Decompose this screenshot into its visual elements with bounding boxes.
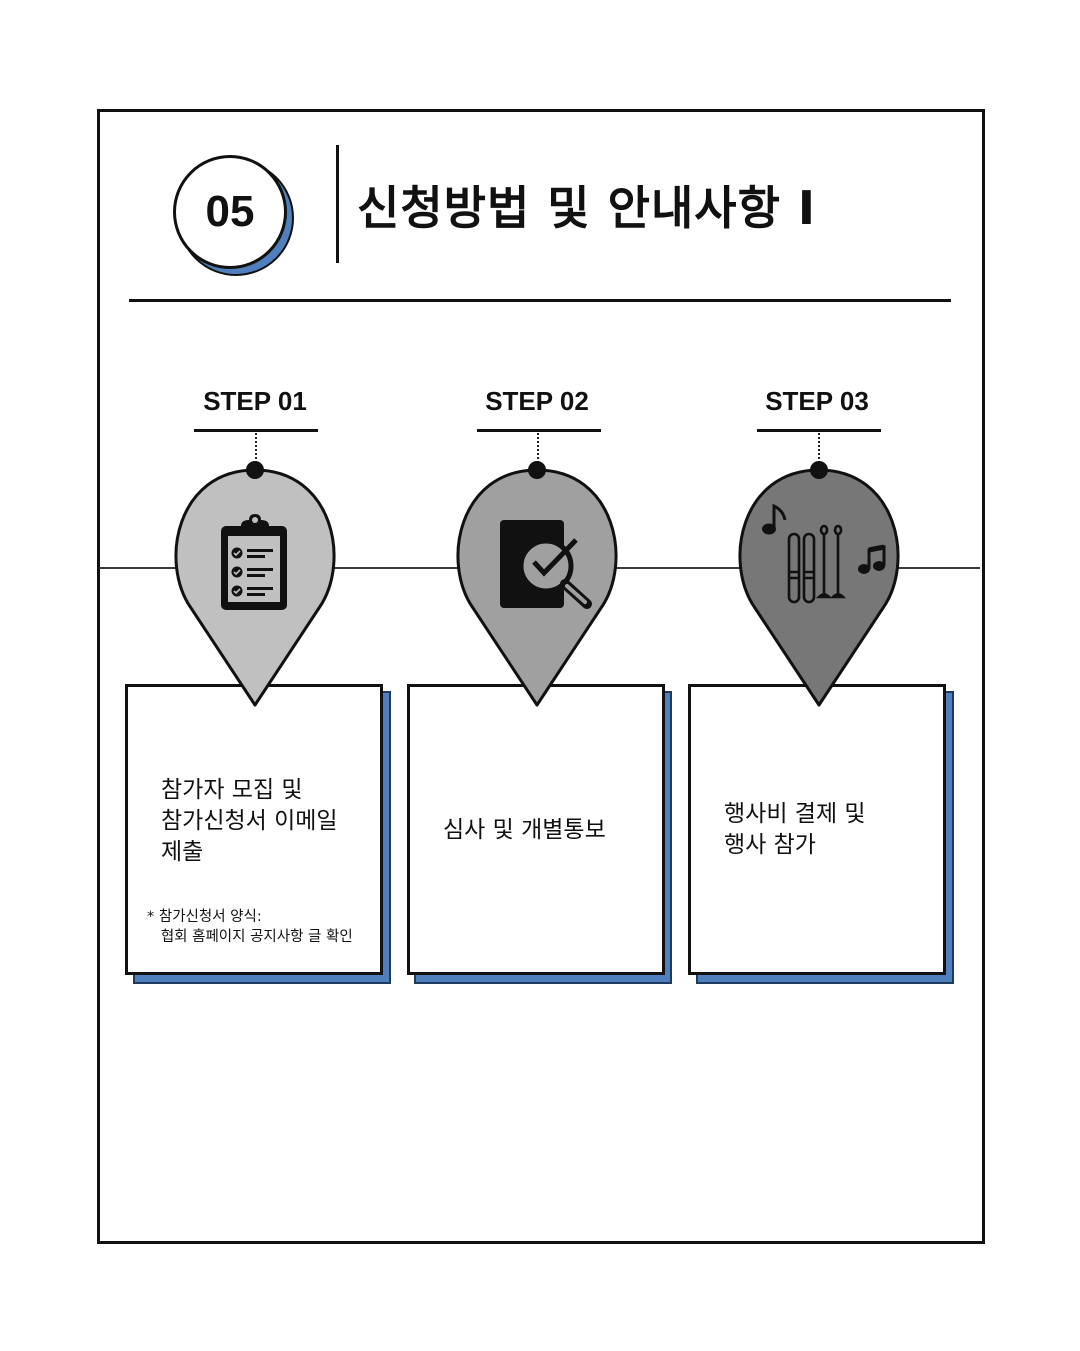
step-3-pin — [733, 461, 905, 708]
header-rule — [129, 299, 951, 302]
step-1-underline — [194, 429, 318, 432]
page-frame — [97, 109, 985, 1244]
title-divider — [336, 145, 339, 263]
ski-music-icon — [787, 524, 847, 604]
step-1-note: * 참가신청서 양식: 협회 홈페이지 공지사항 글 확인 — [147, 909, 353, 945]
clipboard-checklist-icon — [221, 514, 287, 610]
step-2-label: STEP 02 — [485, 386, 589, 416]
step-2-connector — [537, 433, 539, 467]
section-number-badge: 05 — [173, 155, 287, 269]
step-3-text-line: 행사 참가 — [724, 832, 816, 858]
step-2-pin — [451, 461, 623, 708]
page-title: 신청방법 및 안내사항 I — [357, 181, 817, 235]
step-3-underline — [757, 429, 881, 432]
document-search-check-icon — [500, 520, 592, 609]
step-3-card: 행사비 결제 및 행사 참가 — [688, 684, 946, 975]
step-1-text-line: 참가자 모집 및 — [161, 777, 303, 803]
section-number: 05 — [205, 187, 255, 236]
music-note-icon — [762, 503, 886, 574]
step-1-card: 참가자 모집 및 참가신청서 이메일 제출 * 참가신청서 양식: 협회 홈페이… — [125, 684, 383, 975]
step-3-label: STEP 03 — [765, 386, 869, 416]
step-2-underline — [477, 429, 601, 432]
step-2-text-line: 심사 및 개별통보 — [443, 817, 606, 843]
step-1-text-line: 제출 — [161, 839, 204, 865]
step-1-label: STEP 01 — [203, 386, 307, 416]
step-1-pin — [169, 461, 341, 708]
step-3-text-line: 행사비 결제 및 — [724, 801, 866, 827]
step-3-connector — [818, 433, 820, 467]
step-2-card: 심사 및 개별통보 — [407, 684, 665, 975]
step-1-connector — [255, 433, 257, 467]
step-1-text-line: 참가신청서 이메일 — [161, 808, 338, 834]
